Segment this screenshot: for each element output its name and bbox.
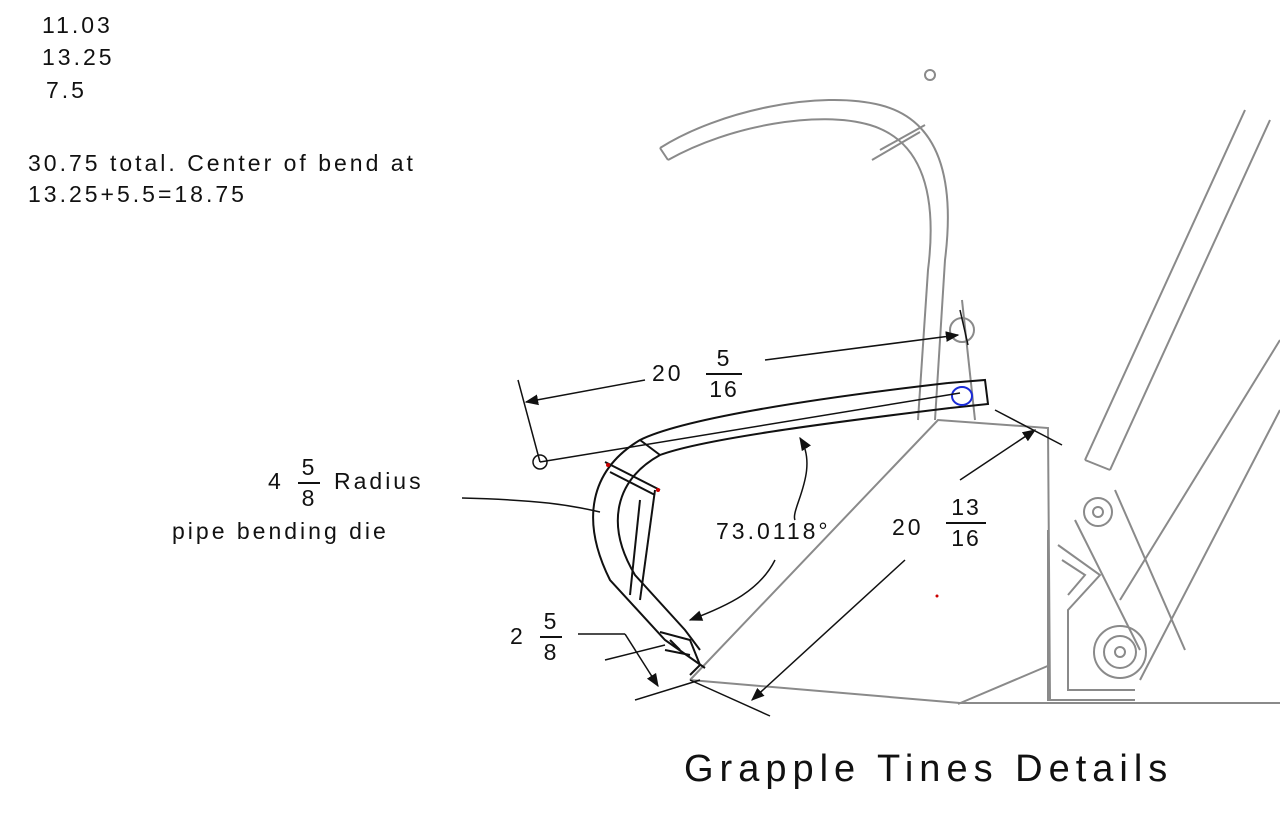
top-length-whole: 20	[652, 360, 684, 386]
radius-fraction: 5 8	[298, 456, 320, 510]
note-line-3: 7.5	[46, 77, 87, 103]
die-label: pipe bending die	[172, 518, 389, 544]
note-line-1: 11.03	[42, 12, 113, 38]
bend-end-marker	[656, 488, 660, 492]
bend-start-marker	[606, 463, 610, 467]
end-length-fraction: 5 8	[540, 610, 562, 664]
bucket-frame	[659, 69, 1280, 705]
center-marker	[935, 594, 939, 598]
tine-outline	[592, 378, 990, 676]
radius-whole: 4	[268, 468, 284, 494]
long-length-fraction: 13 16	[946, 496, 986, 550]
end-length-whole: 2	[510, 623, 526, 649]
long-length-whole: 20	[892, 514, 924, 540]
long-length-numerator: 13	[951, 494, 981, 520]
end-length-numerator: 5	[543, 608, 559, 634]
top-length-numerator: 5	[716, 345, 732, 371]
long-length-denominator: 16	[951, 525, 981, 551]
dimension-lines	[461, 309, 1063, 717]
note-line-2: 13.25	[42, 44, 115, 70]
top-length-denominator: 16	[709, 376, 739, 402]
pivot-pin-icon	[951, 386, 973, 406]
note-summary-2: 13.25+5.5=18.75	[28, 181, 247, 207]
top-length-fraction: 5 16	[706, 347, 742, 401]
radius-denominator: 8	[301, 485, 317, 511]
end-length-denominator: 8	[543, 639, 559, 665]
radius-label: Radius	[334, 468, 424, 494]
drawing-title: Grapple Tines Details	[684, 748, 1174, 790]
note-summary-1: 30.75 total. Center of bend at	[28, 150, 416, 176]
angle-label: 73.0118°	[716, 518, 831, 544]
radius-numerator: 5	[301, 454, 317, 480]
